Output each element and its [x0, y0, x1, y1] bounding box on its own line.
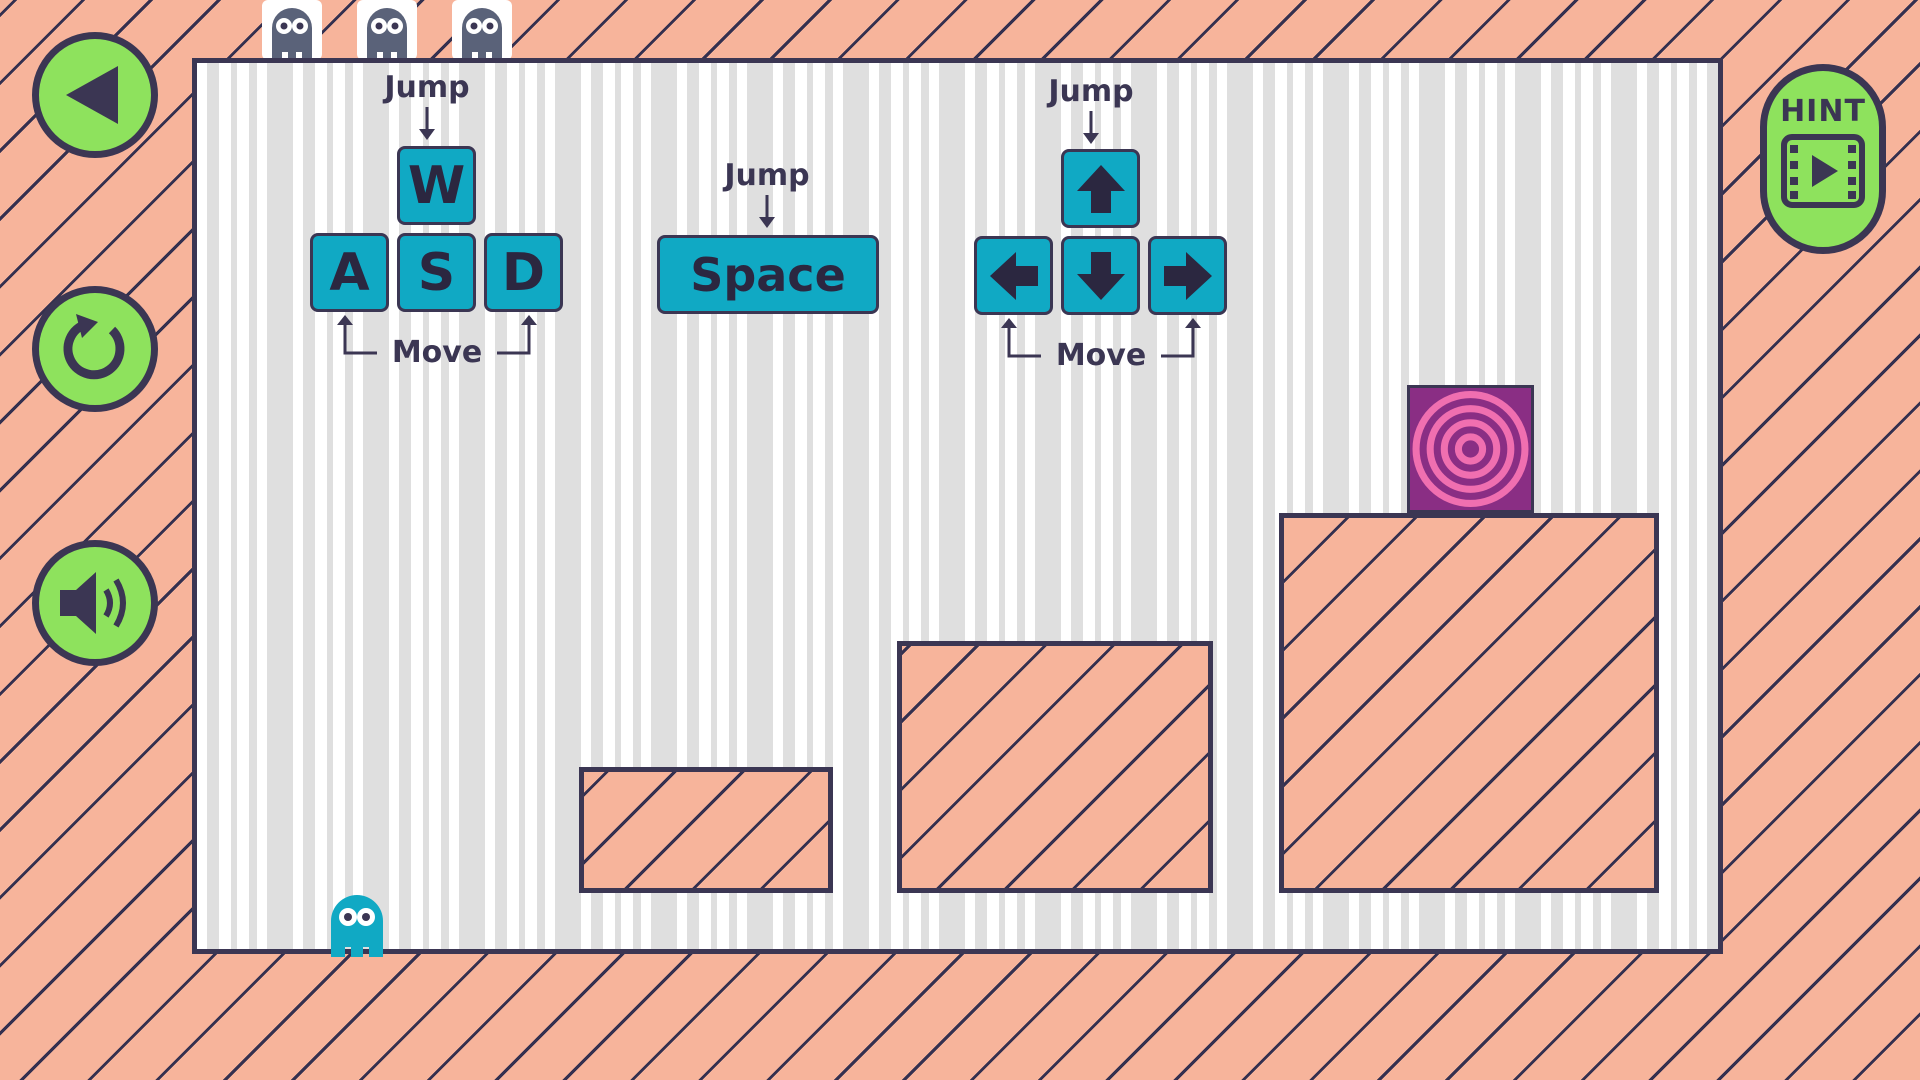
key-arrow-down	[1061, 236, 1140, 315]
platform-large	[1279, 513, 1659, 893]
hint-label: HINT	[1780, 94, 1866, 129]
wasd-jump-arrow	[419, 107, 435, 140]
sound-button[interactable]	[32, 540, 158, 666]
back-button[interactable]	[32, 32, 158, 158]
ghost-icon	[272, 8, 312, 60]
life-ghost-1	[262, 0, 322, 60]
key-arrow-left	[974, 236, 1053, 315]
life-ghost-2	[357, 0, 417, 60]
arrow-up-icon	[1076, 164, 1125, 213]
arrows-move-label: Move	[1055, 338, 1147, 373]
arrow-left-icon	[989, 251, 1038, 300]
key-s: S	[397, 233, 476, 312]
arrow-down-icon	[1076, 251, 1125, 300]
space-jump-arrow	[759, 195, 775, 228]
hint-button[interactable]: HINT	[1760, 64, 1886, 254]
life-ghost-3	[452, 0, 512, 60]
space-jump-label: Jump	[724, 158, 810, 193]
key-d: D	[484, 233, 563, 312]
video-play-icon	[1781, 134, 1865, 208]
wasd-move-label: Move	[391, 335, 483, 370]
platform-medium	[897, 641, 1213, 893]
spiral-portal-icon	[1412, 391, 1529, 507]
restart-button[interactable]	[32, 286, 158, 412]
key-arrow-up	[1061, 149, 1140, 228]
ghost-icon	[462, 8, 502, 60]
wasd-move-bracket	[337, 315, 537, 355]
arrows-jump-label: Jump	[1048, 74, 1134, 109]
restart-icon	[63, 314, 125, 380]
goal-portal	[1407, 385, 1534, 513]
triangle-back-icon	[66, 66, 118, 124]
key-arrow-right	[1148, 236, 1227, 315]
platform-small	[579, 767, 833, 893]
speaker-icon	[60, 572, 126, 634]
arrows-move-bracket	[1001, 318, 1201, 358]
play-area: Jump W A S D Move Jump Space Jump	[192, 58, 1723, 957]
ghost-icon	[367, 8, 407, 60]
key-a: A	[310, 233, 389, 312]
arrow-right-icon	[1163, 251, 1212, 300]
key-space: Space	[657, 235, 879, 314]
player-ghost-icon	[331, 895, 383, 957]
player-character	[327, 891, 387, 957]
key-w: W	[397, 146, 476, 225]
arrows-jump-arrow	[1083, 111, 1099, 144]
wasd-jump-label: Jump	[384, 70, 470, 105]
